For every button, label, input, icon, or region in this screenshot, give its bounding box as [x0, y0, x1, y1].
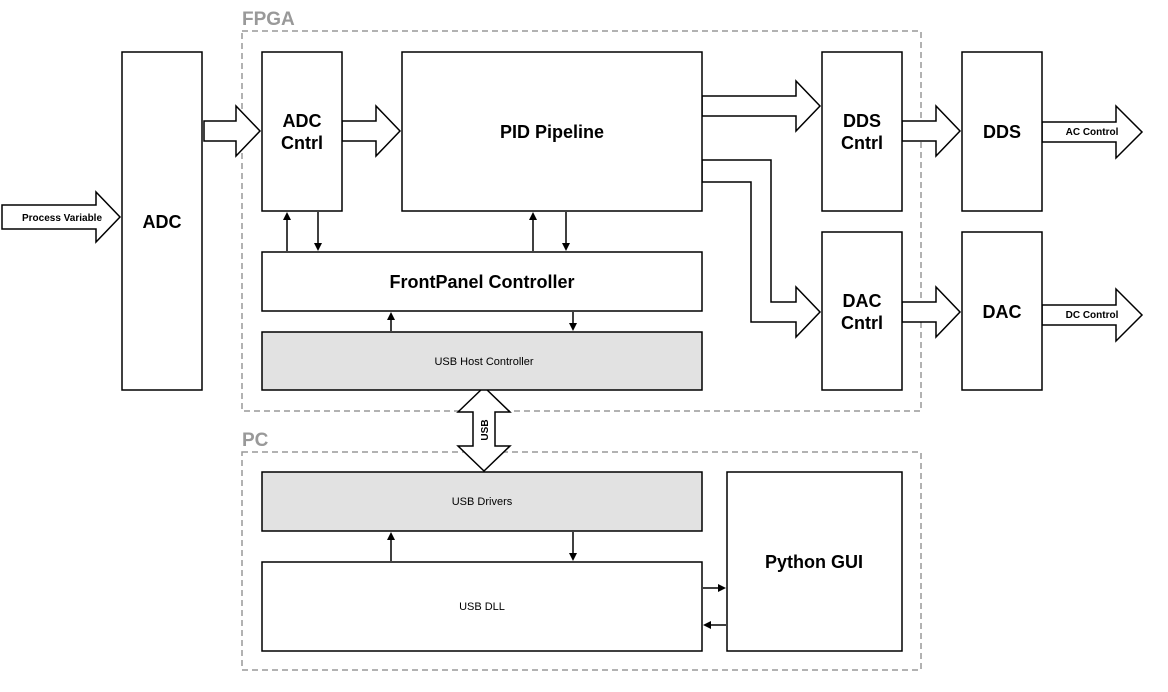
pid-pipeline-label: PID Pipeline — [500, 122, 604, 142]
pid-to-dds-cntrl-arrow — [701, 79, 822, 133]
usb-host-controller-label: USB Host Controller — [434, 356, 533, 368]
frontpanel-controller-label: FrontPanel Controller — [389, 272, 574, 292]
frontpanel-controller-block — [261, 251, 703, 312]
dds-cntrl-label-line2: Cntrl — [841, 133, 883, 153]
adc-cntrl-block — [261, 51, 343, 212]
ac-control-arrow — [1041, 104, 1144, 160]
usb-link-label: USB — [480, 419, 491, 440]
usb-drivers-block — [261, 471, 703, 532]
pid-to-dac-cntrl-arrow — [701, 159, 822, 339]
dac-cntrl-label-line1: DAC — [843, 291, 882, 311]
adc-cntrl-label-line2: Cntrl — [281, 133, 323, 153]
pc-group-border — [241, 451, 922, 671]
pid-pipeline-block — [401, 51, 703, 212]
ac-control-label: AC Control — [1066, 127, 1119, 138]
python-gui-block — [726, 471, 903, 652]
dac-cntrl-block — [821, 231, 903, 391]
dc-control-arrow — [1041, 287, 1144, 343]
adc-to-adc-cntrl-arrow — [203, 104, 262, 158]
usb-dll-block — [261, 561, 703, 652]
adc-block-label: ADC — [143, 212, 182, 232]
python-gui-label: Python GUI — [765, 552, 863, 572]
dac-cntrl-label-line2: Cntrl — [841, 313, 883, 333]
usb-link-arrow — [456, 385, 512, 473]
adc-cntrl-to-pid-arrow — [341, 104, 402, 158]
dds-block-label: DDS — [983, 122, 1021, 142]
adc-cntrl-label-line1: ADC — [283, 111, 322, 131]
dac-block — [961, 231, 1043, 391]
dc-control-label: DC Control — [1066, 310, 1119, 321]
fpga-group-label: FPGA — [242, 9, 295, 30]
process-variable-arrow — [1, 190, 122, 244]
adc-block — [121, 51, 203, 391]
usb-drivers-label: USB Drivers — [452, 496, 513, 508]
usb-dll-label: USB DLL — [459, 601, 505, 613]
usb-host-controller-block — [261, 331, 703, 391]
dac-block-label: DAC — [983, 302, 1022, 322]
pc-group-label: PC — [242, 430, 269, 451]
process-variable-label: Process Variable — [22, 213, 102, 224]
dds-cntrl-label-line1: DDS — [843, 111, 881, 131]
dds-cntrl-block — [821, 51, 903, 212]
dds-block — [961, 51, 1043, 212]
dac-cntrl-to-dac-arrow — [901, 285, 962, 339]
dds-cntrl-to-dds-arrow — [901, 104, 962, 158]
